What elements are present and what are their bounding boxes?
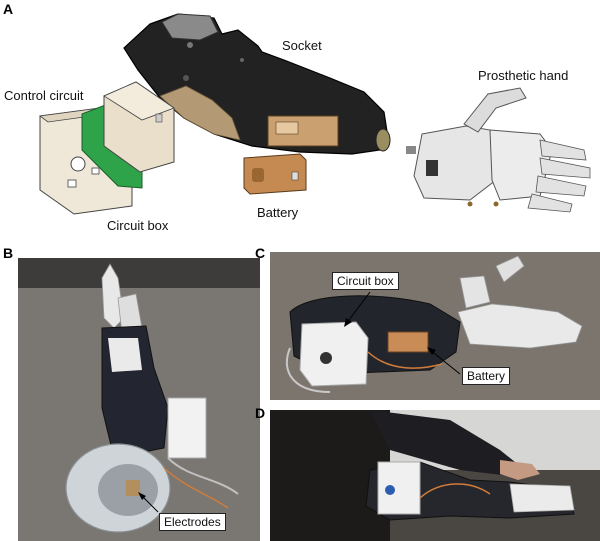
photo-c: Circuit box Battery — [270, 252, 600, 400]
photo-d-scene — [270, 410, 600, 541]
photo-c-scene — [270, 252, 600, 400]
socket-illustration — [123, 13, 391, 155]
label-battery: Battery — [257, 205, 299, 220]
panel-letter-d: D — [255, 405, 266, 421]
circuit-box-back-illustration — [103, 81, 175, 173]
label-control-circuit: Control circuit — [4, 88, 84, 103]
panel-letter-c: C — [255, 245, 266, 261]
battery-illustration — [243, 153, 307, 195]
photo-d — [270, 410, 600, 541]
panel-a-illustration — [38, 13, 591, 215]
photo-b: Electrodes — [18, 258, 260, 541]
prosthetic-hand-illustration — [406, 87, 591, 213]
callout-circuit-box: Circuit box — [332, 272, 399, 290]
panel-letter-a: A — [3, 1, 14, 17]
label-prosthetic-hand: Prosthetic hand — [478, 68, 569, 83]
callout-electrodes: Electrodes — [159, 513, 226, 531]
callout-battery: Battery — [462, 367, 511, 385]
label-circuit-box: Circuit box — [107, 218, 169, 233]
panel-letter-b: B — [3, 245, 14, 261]
label-socket: Socket — [282, 38, 322, 53]
photo-b-scene — [18, 258, 260, 541]
